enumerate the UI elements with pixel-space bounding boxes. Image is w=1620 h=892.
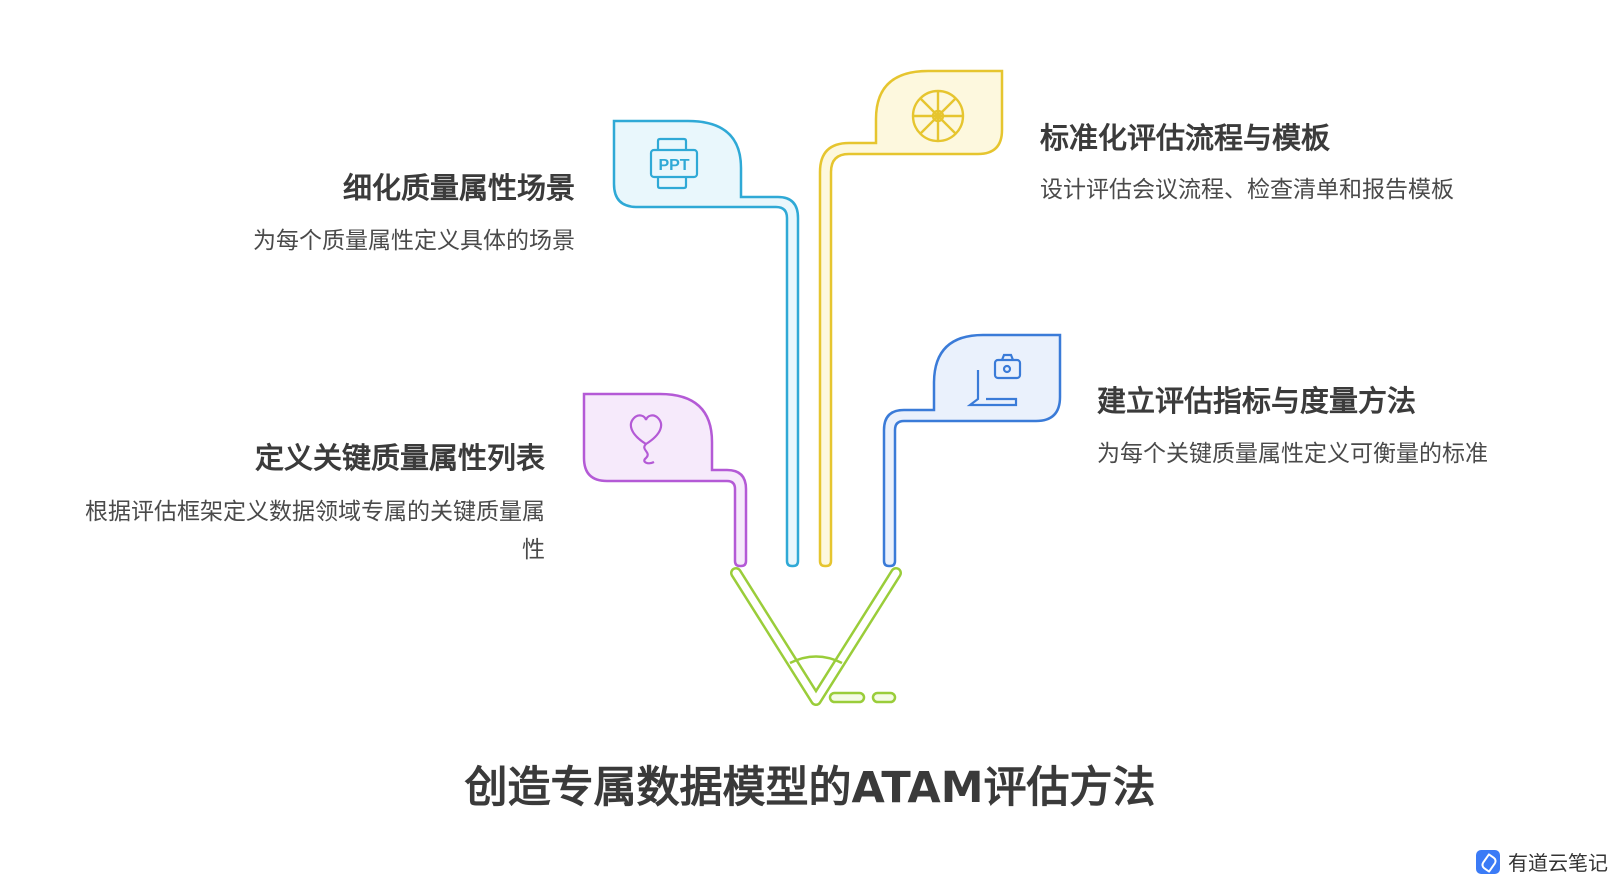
watermark: 有道云笔记 — [1476, 847, 1608, 876]
define-branch — [582, 392, 748, 568]
refine-title: 细化质量属性场景 — [342, 171, 575, 205]
funnel-dash-long — [828, 691, 866, 704]
wheel-icon — [911, 89, 965, 143]
laptop-camera-icon — [966, 353, 1022, 407]
refine-desc: 为每个质量属性定义具体的场景 — [253, 228, 575, 254]
diagram-title: 创造专属数据模型的ATAM评估方法 — [464, 763, 1156, 813]
refine-branch: PPT — [612, 119, 800, 568]
standard-branch — [818, 69, 1004, 568]
metrics-title: 建立评估指标与度量方法 — [1097, 384, 1417, 418]
svg-text:PPT: PPT — [658, 157, 689, 174]
watermark-text: 有道云笔记 — [1508, 851, 1608, 875]
ppt-icon: PPT — [649, 137, 699, 190]
metrics-branch — [882, 333, 1062, 568]
funnel-dash-short — [871, 691, 897, 704]
refine-tab — [612, 119, 800, 568]
standard-title: 标准化评估流程与模板 — [1040, 121, 1331, 155]
heart-balloon-icon — [629, 414, 663, 465]
funnel — [730, 567, 902, 706]
define-desc: 根据评估框架定义数据领域专属的关键质量属性 — [85, 499, 545, 563]
metrics-desc: 为每个关键质量属性定义可衡量的标准 — [1097, 441, 1488, 467]
standard-desc: 设计评估会议流程、检查清单和报告模板 — [1040, 177, 1454, 203]
youdao-note-logo-icon — [1476, 849, 1500, 874]
standard-tab — [818, 69, 1004, 568]
define-tab — [582, 392, 748, 568]
define-title: 定义关键质量属性列表 — [254, 441, 545, 475]
metrics-tab — [882, 333, 1062, 568]
